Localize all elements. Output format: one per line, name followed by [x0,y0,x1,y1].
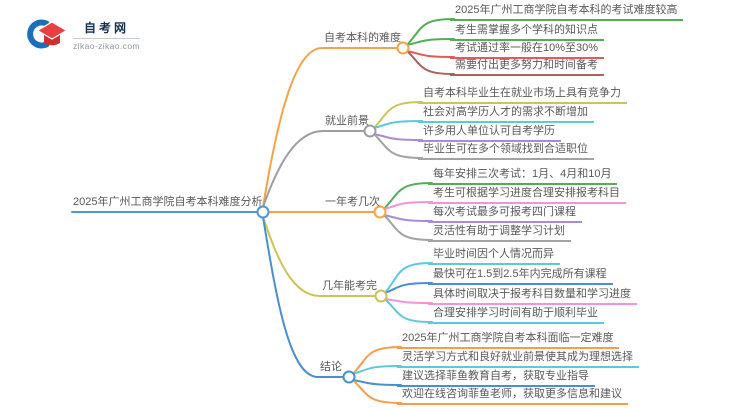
connector [384,298,433,323]
logo-text-block: 自考网 zikao-zikao.com [73,13,140,51]
connector [352,346,402,375]
site-name: 自考网 [83,21,129,35]
leaf-node[interactable]: 考生需掌握多个学科的知识点 [450,23,604,41]
logo-icon [27,19,68,49]
leaf-node[interactable]: 欢迎在线咨询菲鱼老师，获取更多信息和建议 [397,387,628,405]
connector [384,282,433,294]
branch-node[interactable]: 就业前景 [325,115,369,127]
connector [262,47,323,208]
branch-collapse-handle[interactable] [363,124,377,138]
connector [262,216,321,297]
leaf-node[interactable]: 许多用人单位认可自考学历 [418,124,561,142]
logo-crescent-shape [27,19,50,49]
connector [384,262,433,294]
connector [406,18,455,46]
logo-cap-board-shape [36,21,68,40]
connector [352,365,402,375]
branch-node[interactable]: 自考本科的难度 [324,32,401,44]
leaf-node[interactable]: 具体时间取决于报考科目数量和学习进度 [428,287,637,305]
branch-collapse-handle[interactable] [256,205,270,219]
connector [383,201,433,210]
connector [383,214,433,222]
root-node[interactable]: 2025年广州工商学院自考本科难度分析 [73,196,263,208]
connector [262,130,324,208]
leaf-node[interactable]: 2025年广州工商学院自考本科面临一定难度 [397,331,620,349]
branch-collapse-handle[interactable] [396,41,410,55]
branch-collapse-handle[interactable] [373,205,387,219]
site-logo[interactable]: 自考网 zikao-zikao.com [26,13,140,55]
connector [373,133,423,141]
branch-collapse-handle[interactable] [374,289,388,303]
leaf-node[interactable]: 最快可在1.5到2.5年内完成所有课程 [428,267,613,285]
connector [383,182,433,210]
connector [373,120,423,129]
connector [406,50,455,58]
branch-node[interactable]: 几年能考完 [322,280,377,292]
leaf-node[interactable]: 灵活性有助于调整学习计划 [428,224,571,242]
connector [384,298,433,304]
connector [406,38,455,46]
leaf-node[interactable]: 社会对高学历人才的需求不断增加 [418,105,594,123]
leaf-node[interactable]: 建议选择菲鱼教育自考，获取专业指导 [397,369,595,387]
branch-collapse-handle[interactable] [342,370,356,384]
connector [406,50,455,75]
connector [383,214,433,241]
connector [373,133,423,159]
connector [262,216,319,378]
connector [373,101,423,129]
site-url: zikao-zikao.com [73,38,140,51]
connector [352,379,402,386]
leaf-node[interactable]: 每年安排三次考试：1月、4月和10月 [428,167,618,185]
leaf-node[interactable]: 考试通过率一般在10%至30% [450,41,605,59]
leaf-node[interactable]: 需要付出更多努力和时间备考 [450,58,604,76]
leaf-node[interactable]: 灵活学习方式和良好就业前景使其成为理想选择 [397,350,639,368]
leaf-node[interactable]: 毕业时间因个人情况而异 [428,247,560,265]
branch-node[interactable]: 一年考几次 [325,196,380,208]
leaf-node[interactable]: 合理安排学习时间有助于顺利毕业 [428,306,604,324]
branch-node[interactable]: 结论 [320,361,342,373]
leaf-node[interactable]: 毕业生可在多个领域找到合适职位 [418,142,594,160]
leaf-node[interactable]: 每次考试最多可报考四门课程 [428,205,582,223]
leaf-node[interactable]: 考生可根据学习进度合理安排报考科目 [428,186,626,204]
leaf-node[interactable]: 2025年广州工商学院自考本科的考试难度较高 [450,3,684,21]
leaf-node[interactable]: 自考本科毕业生在就业市场上具有竞争力 [418,86,627,104]
connector [352,379,402,404]
